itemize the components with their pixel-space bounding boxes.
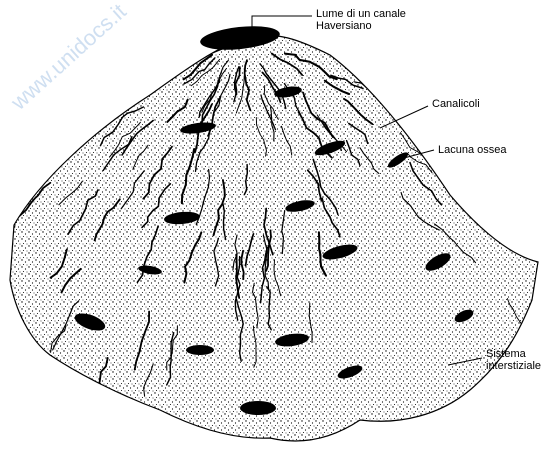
lamella-band bbox=[148, 0, 343, 29]
canaliculus bbox=[516, 208, 546, 238]
canaliculus bbox=[104, 70, 142, 81]
canaliculus bbox=[532, 134, 546, 149]
canaliculus bbox=[484, 101, 519, 108]
label-interstitial-system: Sistema interstiziale bbox=[486, 348, 541, 372]
canaliculus bbox=[0, 128, 1, 143]
label-interstitial-line2: interstiziale bbox=[486, 360, 541, 372]
canaliculus bbox=[436, 155, 472, 181]
label-haversian-line1: Lume di un canale bbox=[316, 8, 406, 20]
canaliculus bbox=[149, 51, 203, 63]
leader-haversian bbox=[252, 16, 312, 28]
canaliculus bbox=[529, 212, 546, 240]
label-interstitial-line1: Sistema bbox=[486, 348, 541, 360]
canaliculus bbox=[530, 197, 546, 232]
canaliculus bbox=[0, 322, 6, 362]
canaliculus bbox=[0, 152, 40, 191]
canaliculus bbox=[0, 288, 10, 312]
canaliculus bbox=[39, 130, 64, 145]
bone-section-outline bbox=[10, 35, 538, 441]
lamella-band bbox=[0, 0, 546, 2]
label-haversian-line2: Haversiano bbox=[316, 20, 406, 32]
lacuna bbox=[186, 345, 214, 355]
lamella-band bbox=[0, 0, 546, 5]
label-lacuna: Lacuna ossea bbox=[438, 144, 507, 156]
canaliculus bbox=[534, 154, 546, 175]
label-canaliculi: Canalicoli bbox=[432, 98, 480, 110]
lacuna bbox=[240, 401, 276, 415]
label-haversian-canal: Lume di un canale Haversiano bbox=[316, 8, 406, 32]
canaliculus bbox=[0, 219, 5, 240]
lamella-band bbox=[0, 0, 523, 8]
canaliculus bbox=[469, 109, 518, 125]
canaliculus bbox=[88, 64, 146, 76]
canaliculus bbox=[484, 186, 512, 205]
canaliculus bbox=[0, 147, 2, 159]
lamella-band bbox=[0, 0, 493, 12]
